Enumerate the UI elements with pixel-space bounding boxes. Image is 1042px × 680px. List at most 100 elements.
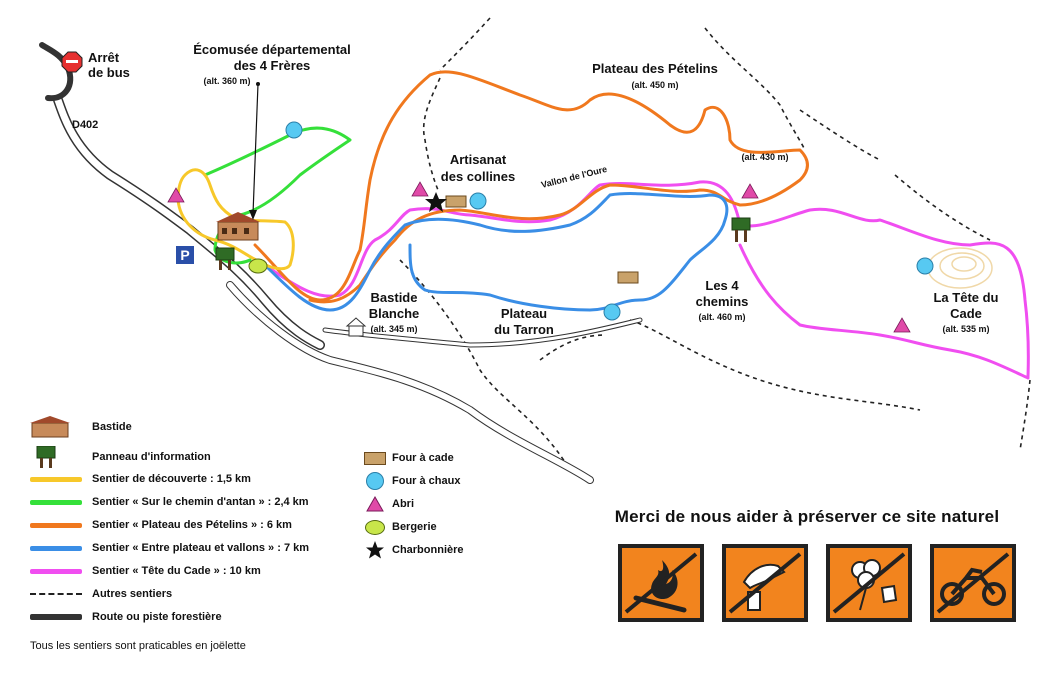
legend-label: Charbonnière xyxy=(392,544,464,556)
four-chaux-icon xyxy=(916,257,934,275)
ecomusee-pointer xyxy=(249,82,260,220)
blue-trail-swatch xyxy=(30,545,82,551)
info-panel-icon xyxy=(731,217,751,242)
dashed-trail xyxy=(422,77,441,191)
four-cade-markers xyxy=(445,195,639,284)
dashed-trail xyxy=(539,334,606,361)
legend-label: Panneau d'information xyxy=(92,451,211,463)
parking-icon: P xyxy=(176,246,194,264)
trail-decouverte xyxy=(176,168,295,271)
petelins-alt: (alt. 450 m) xyxy=(631,80,678,90)
legend-item-tete-cade: Sentier « Tête du Cade » : 10 km xyxy=(30,560,261,582)
four-cade-icon xyxy=(362,447,388,469)
abri-icon xyxy=(411,181,429,197)
legend-item-decouverte: Sentier de découverte : 1,5 km xyxy=(30,468,251,490)
legend-label: Sentier « Plateau des Pételins » : 6 km xyxy=(92,519,292,531)
abri-icon xyxy=(741,183,759,199)
hill-contours xyxy=(927,247,993,289)
abri-icon xyxy=(362,493,388,515)
trail-tete-du-cade xyxy=(263,180,1030,380)
bergerie-icon xyxy=(362,516,388,538)
no-litter-icon xyxy=(722,544,808,622)
road-track2-inner xyxy=(323,318,642,347)
legend-label: Sentier de découverte : 1,5 km xyxy=(92,473,251,485)
four-cade-icon xyxy=(617,271,639,284)
legend-item-charbonniere: Charbonnière xyxy=(362,539,464,561)
dashed-trail xyxy=(799,109,881,161)
trail-plateau-petelins xyxy=(253,70,809,304)
no-motorbike-icon xyxy=(930,544,1016,622)
legend-label: Bergerie xyxy=(392,521,437,533)
trail-entre-plateau-vallons xyxy=(263,192,729,312)
roads xyxy=(39,42,643,484)
legend-item-four-cade: Four à cade xyxy=(362,447,454,469)
legend-label: Autres sentiers xyxy=(92,588,173,600)
road-label-d402: D402 xyxy=(72,119,98,131)
accessibility-note: Tous les sentiers sont praticables en jo… xyxy=(30,640,246,652)
road-swatch xyxy=(30,614,82,620)
legend-label: Sentier « Tête du Cade » : 10 km xyxy=(92,565,261,577)
legend-label: Abri xyxy=(392,498,414,510)
dashed-trail xyxy=(894,174,991,241)
legend-label: Four à cade xyxy=(392,452,454,464)
four-chaux-icon xyxy=(362,470,388,492)
trails xyxy=(176,70,1030,380)
petelins-label: Plateau des Pételins xyxy=(592,61,718,76)
legend-item-petelins: Sentier « Plateau des Pételins » : 6 km xyxy=(30,514,292,536)
no-fire-icon xyxy=(618,544,704,622)
four-chaux-icon xyxy=(285,121,303,139)
legend-label: Four à chaux xyxy=(392,475,461,487)
legend-item-route: Route ou piste forestière xyxy=(30,606,222,628)
abri-icon xyxy=(893,317,911,333)
four-cade-icon xyxy=(445,195,467,208)
alt430-label: (alt. 430 m) xyxy=(741,152,788,162)
legend-item-abri: Abri xyxy=(362,493,414,515)
legend-label: Sentier « Sur le chemin d'antan » : 2,4 … xyxy=(92,496,309,508)
legend-label: Sentier « Entre plateau et vallons » : 7… xyxy=(92,542,310,554)
info-panel-icon xyxy=(215,247,235,270)
legend-label: Route ou piste forestière xyxy=(92,611,222,623)
bastide-icon xyxy=(216,212,260,241)
four-chaux-icon xyxy=(469,192,487,210)
dashed-trail xyxy=(704,27,806,151)
road-track-inner xyxy=(227,282,593,483)
magenta-trail-swatch xyxy=(30,568,82,574)
orange-trail-swatch xyxy=(30,522,82,528)
dashed-trail xyxy=(439,17,491,71)
ecomusee-alt: (alt. 360 m) xyxy=(203,76,250,86)
four-chaux-icon xyxy=(603,303,621,321)
legend-item-four-chaux: Four à chaux xyxy=(362,470,460,492)
abri-markers xyxy=(167,181,911,333)
legend-item-plateau-vallons: Sentier « Entre plateau et vallons » : 7… xyxy=(30,537,309,559)
green-trail-swatch xyxy=(30,499,82,505)
no-flower-picking-icon xyxy=(826,544,912,622)
dashed-trail xyxy=(629,319,921,411)
legend-item-bergerie: Bergerie xyxy=(362,516,437,538)
rules-title: Merci de nous aider à préserver ce site … xyxy=(614,507,1000,526)
abri-icon xyxy=(167,187,185,203)
bus-stop-icon xyxy=(61,51,83,73)
legend-item-autres-sentiers: Autres sentiers xyxy=(30,583,172,605)
dashed-trail xyxy=(1019,379,1031,451)
trail-chemin-antan xyxy=(203,126,352,265)
yellow-trail-swatch xyxy=(30,476,82,482)
legend-item-bastide: Bastide xyxy=(30,416,132,438)
svg-text:P: P xyxy=(180,247,189,263)
tete-cade-alt: (alt. 535 m) xyxy=(942,324,989,334)
bastide-blanche-alt: (alt. 345 m) xyxy=(370,324,417,334)
road-d402-inner xyxy=(54,96,324,349)
dashed-line-swatch xyxy=(30,593,82,595)
quatre-chemins-alt: (alt. 460 m) xyxy=(698,312,745,322)
bastide-blanche-icon xyxy=(345,317,367,337)
legend-label: Bastide xyxy=(92,421,132,433)
road-bus-loop xyxy=(39,42,74,102)
four-chaux-markers xyxy=(285,121,934,321)
charbonniere-icon xyxy=(425,192,447,212)
legend-item-info-panel: Panneau d'information xyxy=(30,446,211,468)
